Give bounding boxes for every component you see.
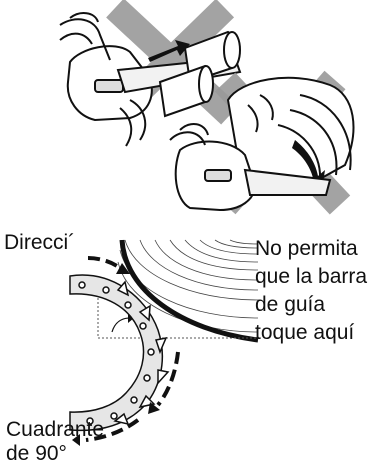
warning-line-3: de guía [255,293,326,316]
chain-loop-icon [69,274,170,432]
bottom-chainsaw-icon [169,123,332,212]
quadrant-lines [97,290,258,339]
quadrant-label: Cuadrante de 90° [6,418,104,466]
large-log-icon [226,76,355,192]
log-edge [119,239,259,343]
warning-line-1: No permita [255,237,358,260]
chain-direction-arrows [85,256,180,442]
quadrant-line-2: de 90° [6,442,67,465]
top-log-icon [158,30,241,118]
warning-label: No permita que la barra de guía toque aq… [255,235,369,347]
warning-line-2: que la barra [255,265,368,288]
chainsaw-log-prohibited-icon [59,0,355,215]
rotation-arc-icon [111,317,131,333]
log-rings [117,239,261,333]
warning-line-4: toque aquí [255,321,355,344]
direction-arrow-icon [148,40,190,62]
quadrant-line-1: Cuadrante [6,418,105,441]
top-chainsaw-icon [59,12,242,147]
direction-label: Direcci´ [4,231,76,254]
